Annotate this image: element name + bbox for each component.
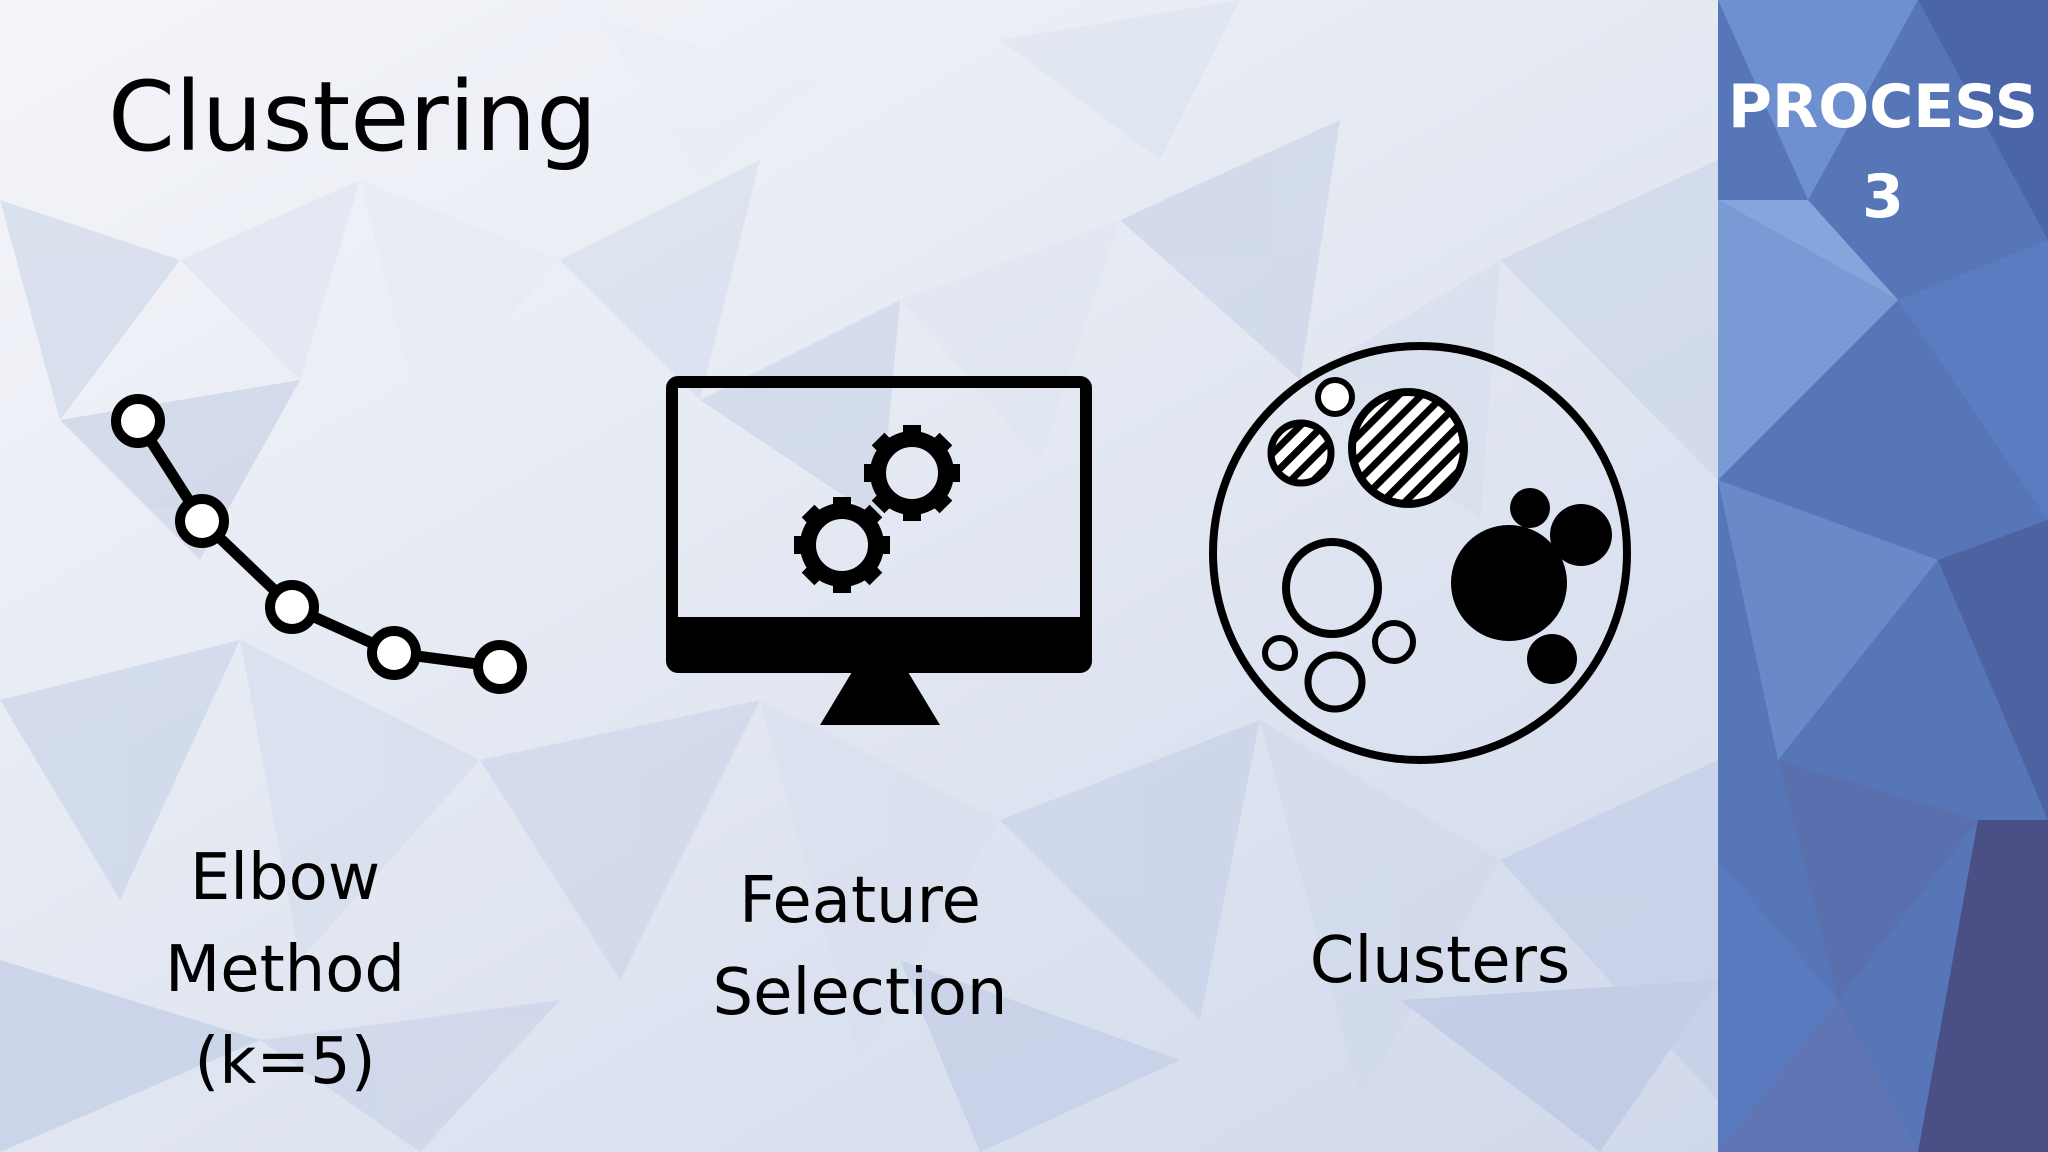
process-label-text: PROCESS [1728,72,2038,142]
caption-elbow-method: Elbow Method (k=5) [135,832,435,1108]
caption-line: (k=5) [194,1025,376,1099]
caption-line: Clusters [1309,924,1571,998]
caption-clusters: Clusters [1260,915,1620,1007]
process-number: 3 [1862,162,1904,232]
gear-icon [794,497,890,593]
caption-line: Method [164,933,406,1007]
clusters-icon [1209,342,1631,764]
caption-line: Selection [712,956,1008,1030]
caption-line: Elbow [189,841,381,915]
process-label: PROCESS 3 [1718,62,2048,242]
caption-line: Feature [739,864,981,938]
lowpoly-panel-background [1718,0,2048,1152]
monitor-gears-icon [666,376,1092,725]
slide-title: Clustering [108,61,598,173]
caption-feature-selection: Feature Selection [680,855,1040,1039]
process-side-panel: PROCESS 3 [1718,0,2048,1152]
elbow-curve-icon [111,394,527,694]
gear-icon [864,425,960,521]
